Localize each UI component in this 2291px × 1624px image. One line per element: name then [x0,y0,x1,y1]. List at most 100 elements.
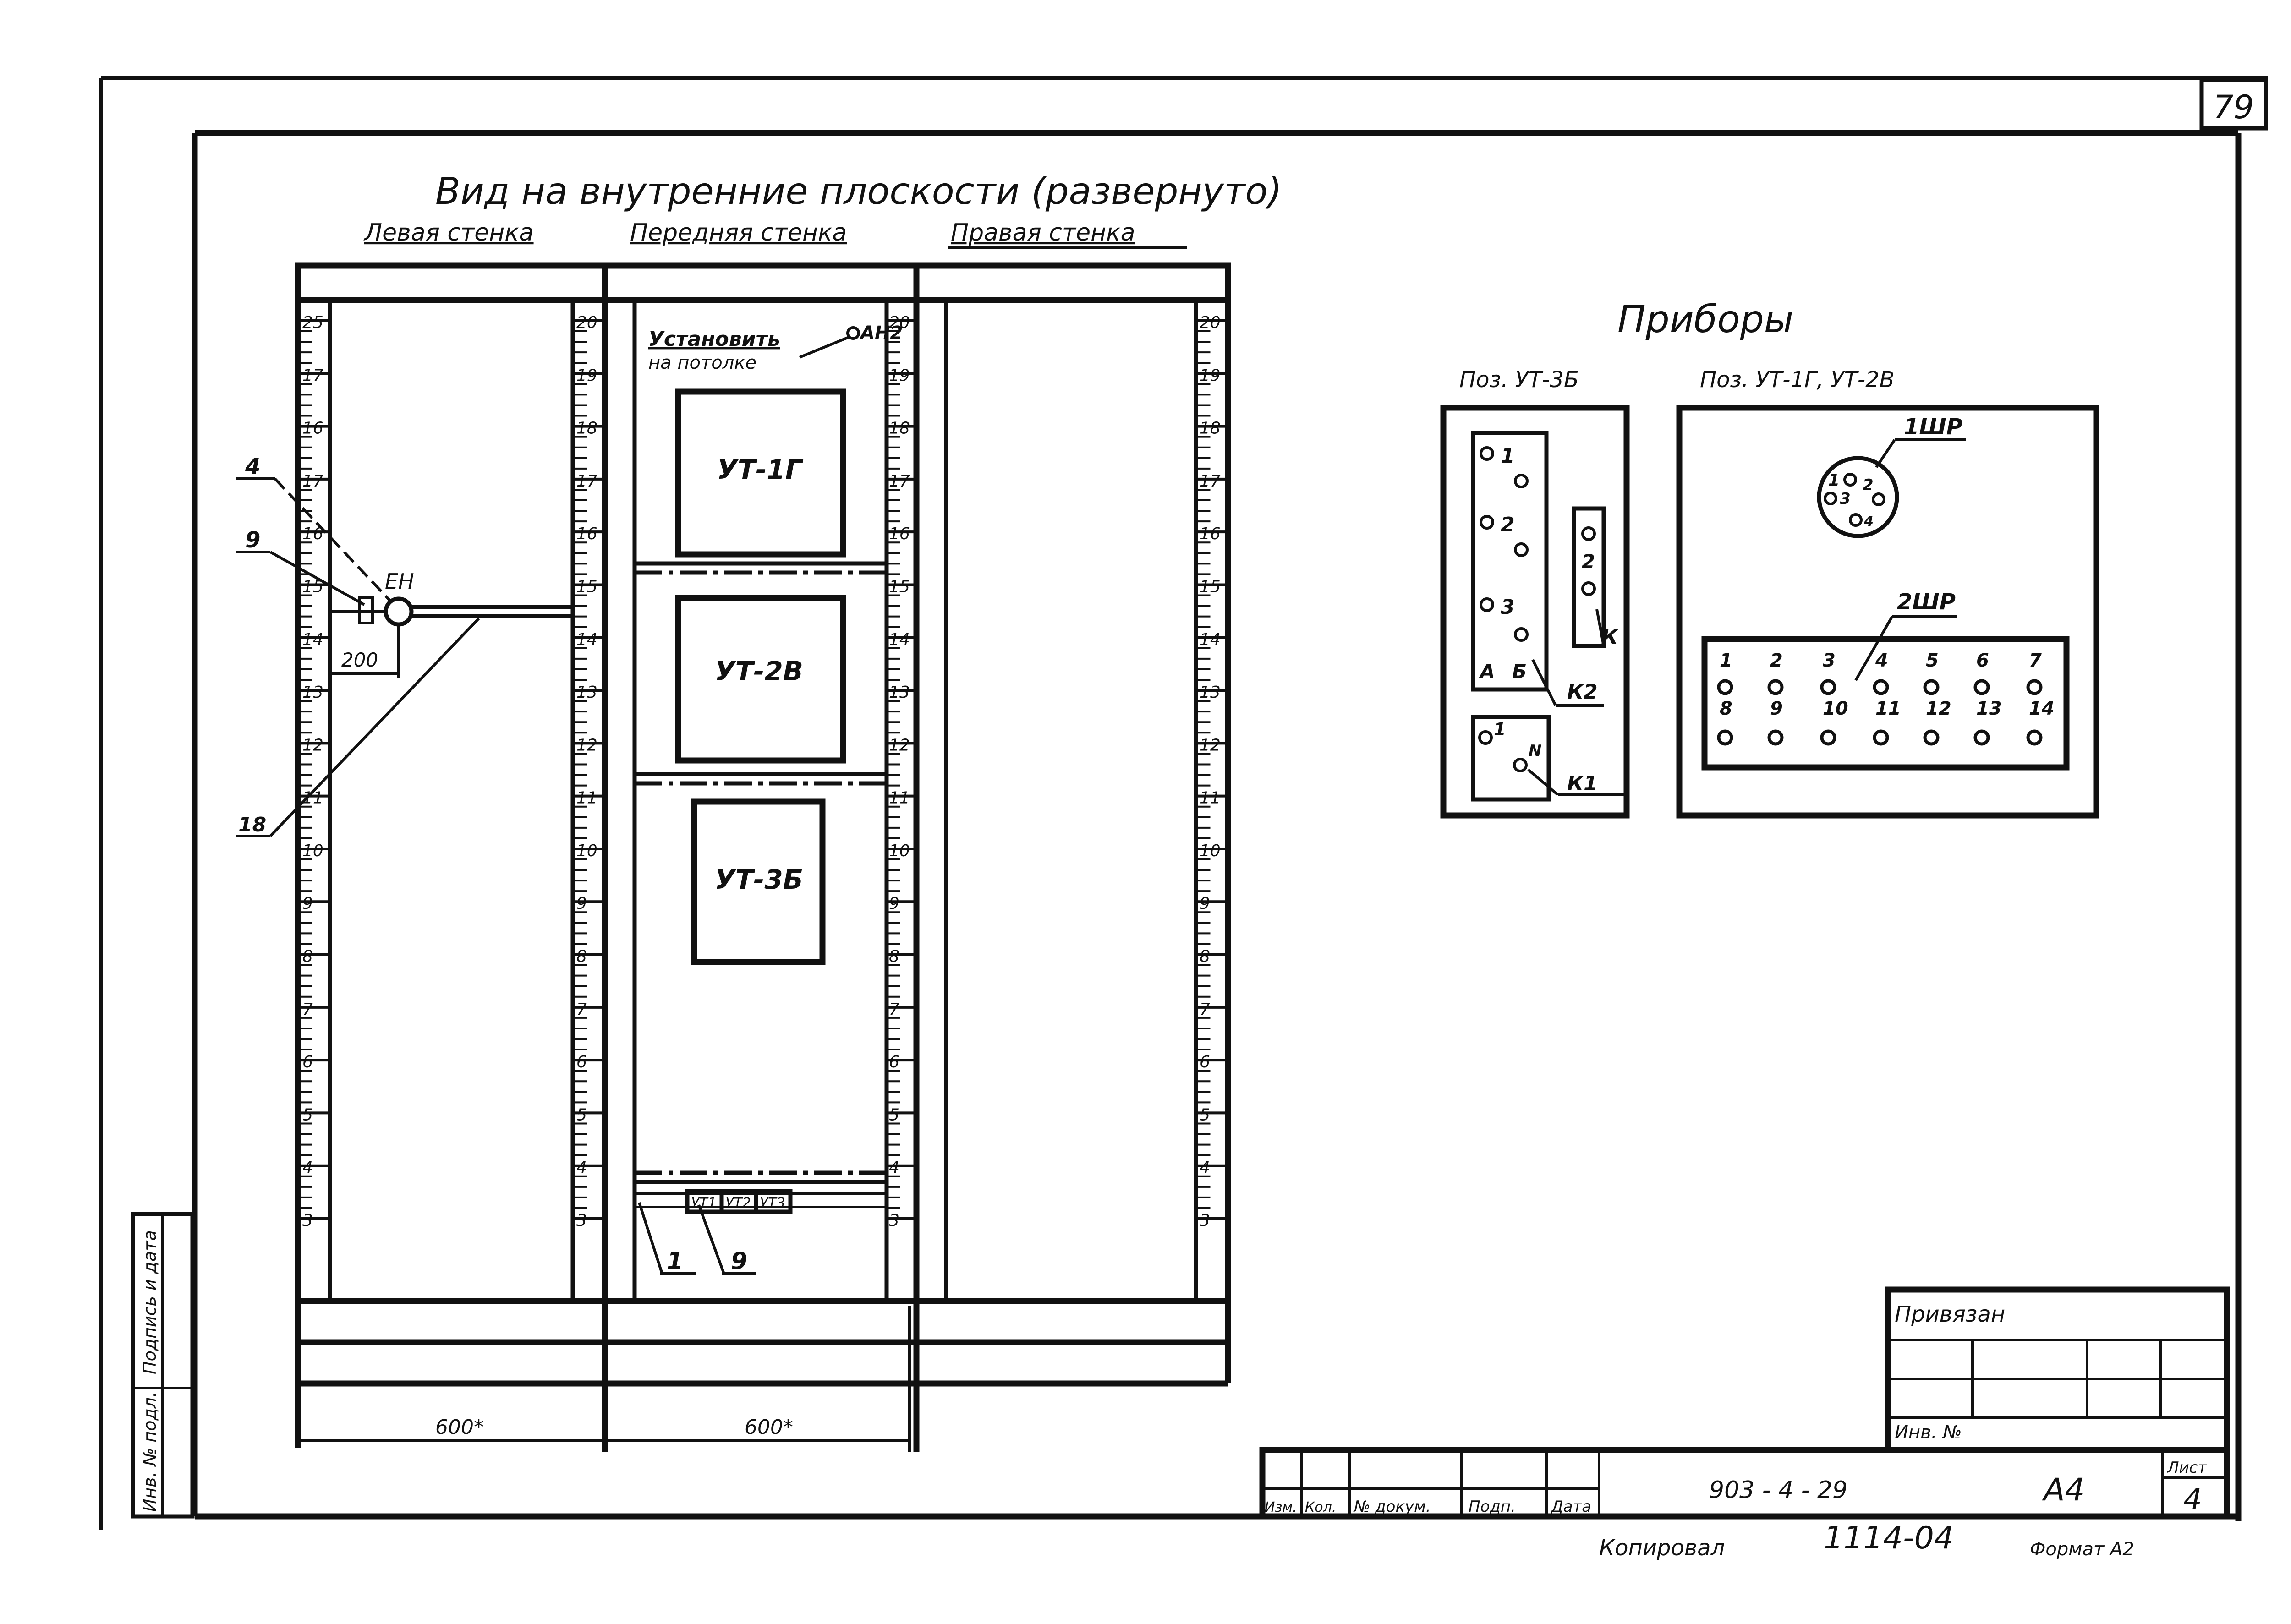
shr2-label: 2ШР [1897,589,1956,615]
shr2-pin-label: 13 [1976,698,2002,719]
left-scale-label: 9 [302,894,313,913]
front-right-scale-label: 13 [889,683,910,702]
right-scale-label: 5 [1200,1105,1210,1124]
shr2-pin-icon [2026,729,2043,746]
k2-pin-group: 123 [1480,444,1529,642]
right-scale-label: 17 [1200,472,1221,491]
sheet-frame [99,76,2268,1530]
shr2-pin-label: 7 [2029,650,2042,671]
front-left-scale-label: 10 [576,842,597,860]
left-scale-label: 4 [302,1159,313,1177]
cabinet-unfolded [295,262,1231,1452]
k2-pin-label: 1 [1501,444,1515,468]
shr1-pin-3: 3 [1840,490,1851,508]
right-scale-label: 7 [1200,1000,1210,1019]
right-scale-label: 18 [1200,419,1221,438]
right-scale-label: 3 [1200,1211,1210,1230]
front-left-scale-label: 13 [576,683,597,702]
front-right-scale-label: 20 [889,313,910,332]
k-pin-2: 2 [1582,550,1595,573]
connector-2shr [1701,636,2070,771]
inv-number-label: Инв. № [1895,1422,1962,1443]
front-left-scale-label: 17 [576,472,597,491]
left-scale-label: 16 [302,419,323,438]
device-ut2v [675,595,846,764]
k2-label: К2 [1567,680,1598,704]
ceiling-device-label: АН2 [859,323,903,344]
right-scale-label: 10 [1200,842,1221,860]
front-left-scale-label: 9 [576,894,587,913]
install-note-line1: Установить [648,328,780,351]
shr2-pin-icon [1973,679,1990,695]
k1-pin-n-icon [1513,758,1528,772]
light-en-icon [384,596,414,627]
shr1-pin-r-icon [1872,492,1885,506]
shr2-pin-label: 4 [1875,650,1888,671]
shr2-pin-label: 6 [1976,650,1989,671]
k2-pin-label: 2 [1501,513,1515,536]
left-scale-label: 7 [302,1000,313,1019]
stamp-date: Дата [1550,1498,1591,1516]
bottom-format: Формат А2 [2030,1539,2134,1560]
shr1-pin-1: 1 [1828,471,1840,490]
front-wall-title: Передняя стенка [630,219,847,246]
side-stamp [131,1212,195,1519]
front-right-scale-label: 12 [889,736,910,755]
front-left-scale-label: 20 [576,313,597,332]
device-ut1g [675,388,846,558]
front-right-scale-label: 14 [889,630,910,649]
front-right-scale-label: 15 [889,577,910,596]
dim-left-600: 600* [435,1416,484,1439]
front-left-scale-label: 4 [576,1159,587,1177]
front-right-scale-label: 10 [889,842,910,860]
left-scale-label: 25 [302,313,323,332]
shr2-pin-icon [1923,679,1940,695]
shr2-pin-label: 3 [1823,650,1836,671]
right-scale-label: 4 [1200,1159,1210,1177]
right-scale-label: 9 [1200,894,1210,913]
shr2-pin-label: 1 [1720,650,1732,671]
front-right-scale-label: 8 [889,947,899,966]
right-scale-label: 12 [1200,736,1221,755]
doc-code: 903 - 4 - 29 [1709,1476,1847,1504]
front-left-scale-label: 14 [576,630,597,649]
front-right-scale-label: 18 [889,419,910,438]
front-right-scale-label: 3 [889,1211,899,1230]
front-left-scale-label: 19 [576,366,597,385]
shr2-pin-icon [1717,679,1733,695]
k2-letter-b: Б [1512,660,1527,683]
k-pin-1-icon [1581,526,1596,541]
pos-ut1g-ut2v-title: Поз. УТ-1Г, УТ-2В [1700,367,1895,393]
left-scale-label: 3 [302,1211,313,1230]
shr2-pin-label: 8 [1720,698,1732,719]
shr2-pin-icon [1923,729,1940,746]
left-scale-label: 5 [302,1105,313,1124]
k2-pin-icon [1480,446,1494,461]
terminal-ut3-label: УТ3 [760,1195,785,1211]
right-scale-label: 11 [1200,789,1221,808]
shr2-pin-label: 11 [1875,698,1901,719]
front-right-scale-label: 16 [889,525,910,543]
right-scale-label: 15 [1200,577,1221,596]
stamp-kol: Кол. [1305,1499,1336,1515]
left-scale-label: 6 [302,1053,313,1072]
leader-9b: 9 [731,1247,747,1275]
right-scale-label: 19 [1200,366,1221,385]
connector-k [1572,506,1606,648]
dim-200: 200 [341,649,378,671]
front-right-scale-label: 11 [889,789,910,808]
shr2-pin-label: 9 [1770,698,1783,719]
shr2-pin-icon [1767,679,1784,695]
k1-label: К1 [1567,772,1598,795]
leader-1: 1 [667,1247,683,1275]
install-note-line2: на потолке [648,352,756,373]
pos-ut3b-title: Поз. УТ-3Б [1459,367,1579,393]
terminal-ut1-label: УТ1 [691,1195,717,1211]
shr2-pin-icon [1873,679,1889,695]
k2-letter-a: А [1479,660,1495,683]
dim-front-600: 600* [745,1416,793,1439]
right-wall-title: Правая стенка [951,219,1135,246]
right-scale-label: 8 [1200,947,1210,966]
